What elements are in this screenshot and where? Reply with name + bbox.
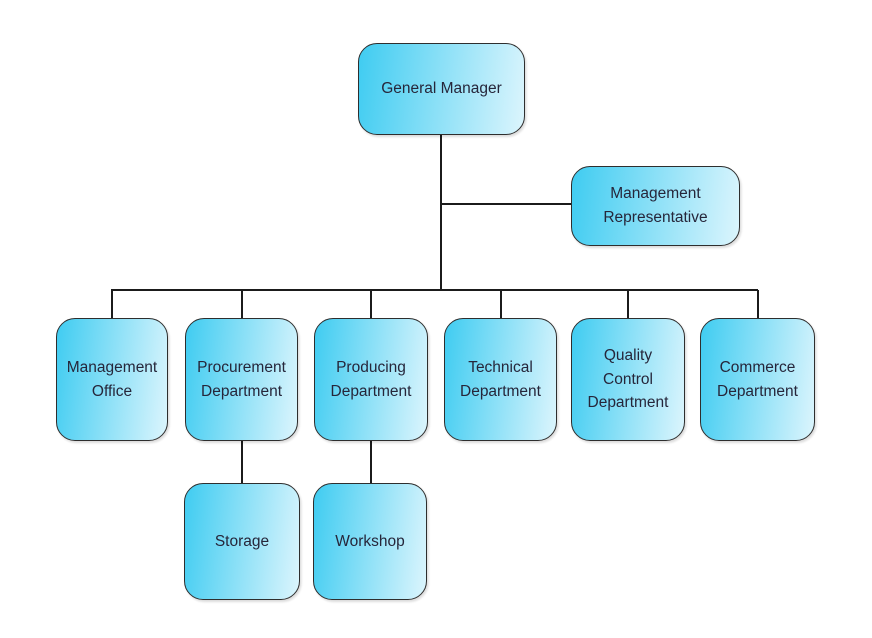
connector-drop-quality-control [627,290,629,318]
node-technical-department: Technical Department [444,318,557,441]
node-management-representative-label: Management Representative [603,185,708,226]
node-technical-department-label: Technical Department [460,358,541,400]
connector-drop-commerce [757,290,759,318]
node-workshop-label: Workshop [335,532,405,550]
node-storage-label: Storage [214,532,270,550]
node-management-office: Management Office [56,318,168,441]
connector-management-representative [441,203,571,205]
connector-drop-producing [370,290,372,318]
node-storage: Storage [184,483,300,600]
connector-department-bus [111,289,758,291]
connector-drop-management-office [111,290,113,318]
connector-drop-storage [241,441,243,483]
connector-drop-workshop [370,441,372,483]
connector-general-manager-trunk [440,135,442,290]
connector-drop-procurement [241,290,243,318]
node-general-manager-label: General Manager [381,80,502,98]
node-producing-department: Producing Department [314,318,428,441]
connector-drop-technical [500,290,502,318]
node-workshop: Workshop [313,483,427,600]
node-producing-department-label: Producing Department [330,358,412,400]
node-procurement-department: Procurement Department [185,318,298,441]
node-commerce-department-label: Commerce Department [717,358,798,400]
node-commerce-department: Commerce Department [700,318,815,441]
node-general-manager: General Manager [358,43,525,135]
node-quality-control-department: Quality Control Department [571,318,685,441]
node-management-office-label: Management Office [66,358,158,400]
node-management-representative: Management Representative [571,166,740,246]
node-procurement-department-label: Procurement Department [197,358,286,400]
node-quality-control-department-label: Quality Control Department [587,347,669,412]
